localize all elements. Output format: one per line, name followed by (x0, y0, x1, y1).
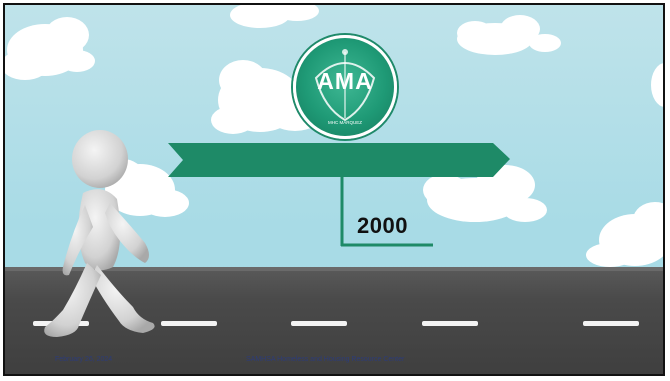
walking-person-figure (44, 130, 155, 337)
logo-emblem-icon (314, 49, 376, 122)
cloud (457, 15, 561, 55)
lane-marking (422, 321, 478, 326)
cloud (230, 5, 319, 28)
ama-logo: AMA MHC MARQUEZ (293, 35, 397, 139)
slide-frame: AMA MHC MARQUEZ 2000 February 26, 2024 S… (3, 3, 665, 376)
road (5, 267, 663, 374)
lane-marking (583, 321, 639, 326)
cloud (586, 202, 663, 267)
arrow-banner (168, 143, 510, 177)
footer-date: February 26, 2024 (55, 356, 113, 363)
cloud (5, 17, 95, 80)
lane-marking (161, 321, 217, 326)
road-edge (5, 267, 663, 271)
footer-organization: SAMHSA Homeless and Housing Resource Cen… (246, 356, 405, 363)
cloud (651, 63, 663, 107)
timeline-graphic (44, 130, 510, 337)
logo-subtext: MHC MARQUEZ (328, 120, 362, 125)
timeline-year: 2000 (357, 213, 408, 238)
logo-text: AMA (317, 68, 373, 94)
lane-marking (291, 321, 347, 326)
scene (5, 5, 663, 267)
